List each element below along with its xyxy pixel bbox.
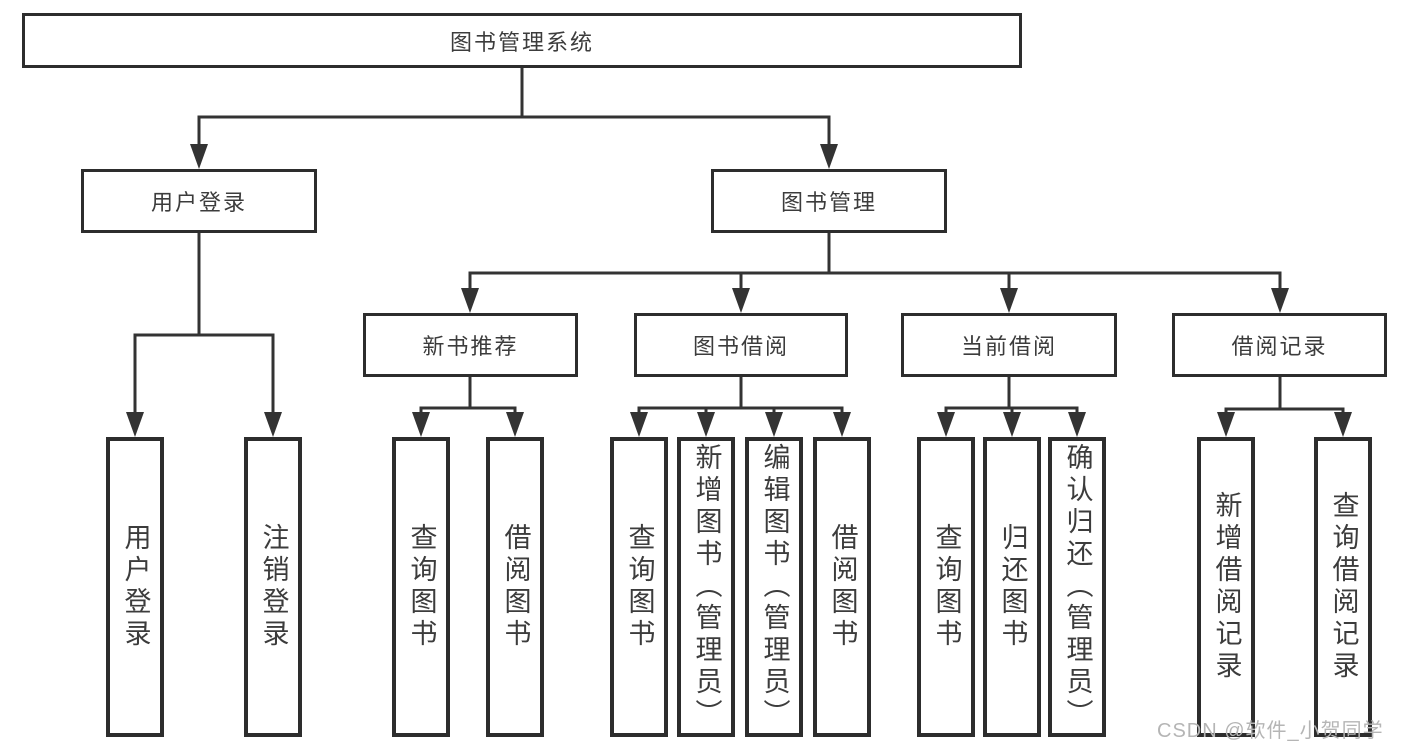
node-user-login: 用户登录	[81, 169, 317, 233]
leaf-logout: 注销登录	[244, 437, 302, 737]
connector-root-to-level2	[197, 66, 831, 150]
node-current-borrow: 当前借阅	[901, 313, 1117, 377]
node-borrow-records: 借阅记录	[1172, 313, 1387, 377]
leaf-user-login: 用户登录	[106, 437, 164, 737]
leaf-edit-book-admin: 编辑图书（管理员）	[745, 437, 803, 737]
connector-book-mgmt-to-level3	[468, 231, 1282, 294]
node-book-management: 图书管理	[711, 169, 947, 233]
leaf-confirm-return-admin: 确认归还（管理员）	[1048, 437, 1106, 737]
leaf-add-borrow-record: 新增借阅记录	[1197, 437, 1255, 737]
leaf-query-books-current: 查询图书	[917, 437, 975, 737]
leaf-borrow-books-recommend: 借阅图书	[486, 437, 544, 737]
connector-new-book-to-leaves	[419, 375, 517, 418]
connector-current-to-leaves	[944, 375, 1079, 418]
node-root: 图书管理系统	[22, 13, 1022, 68]
connector-user-login-to-leaves	[133, 233, 275, 418]
connector-borrow-to-leaves	[637, 375, 844, 418]
csdn-watermark: CSDN @软件_小贺同学	[1157, 720, 1384, 742]
leaf-add-book-admin: 新增图书（管理员）	[677, 437, 735, 737]
leaf-borrow-books: 借阅图书	[813, 437, 871, 737]
leaf-query-books-recommend: 查询图书	[392, 437, 450, 737]
node-new-book-recommend: 新书推荐	[363, 313, 578, 377]
leaf-return-book: 归还图书	[983, 437, 1041, 737]
arrowheads	[126, 144, 1352, 437]
leaf-query-borrow-record: 查询借阅记录	[1314, 437, 1372, 737]
connector-records-to-leaves	[1224, 375, 1345, 418]
leaf-query-books-borrow: 查询图书	[610, 437, 668, 737]
node-book-borrow: 图书借阅	[634, 313, 848, 377]
